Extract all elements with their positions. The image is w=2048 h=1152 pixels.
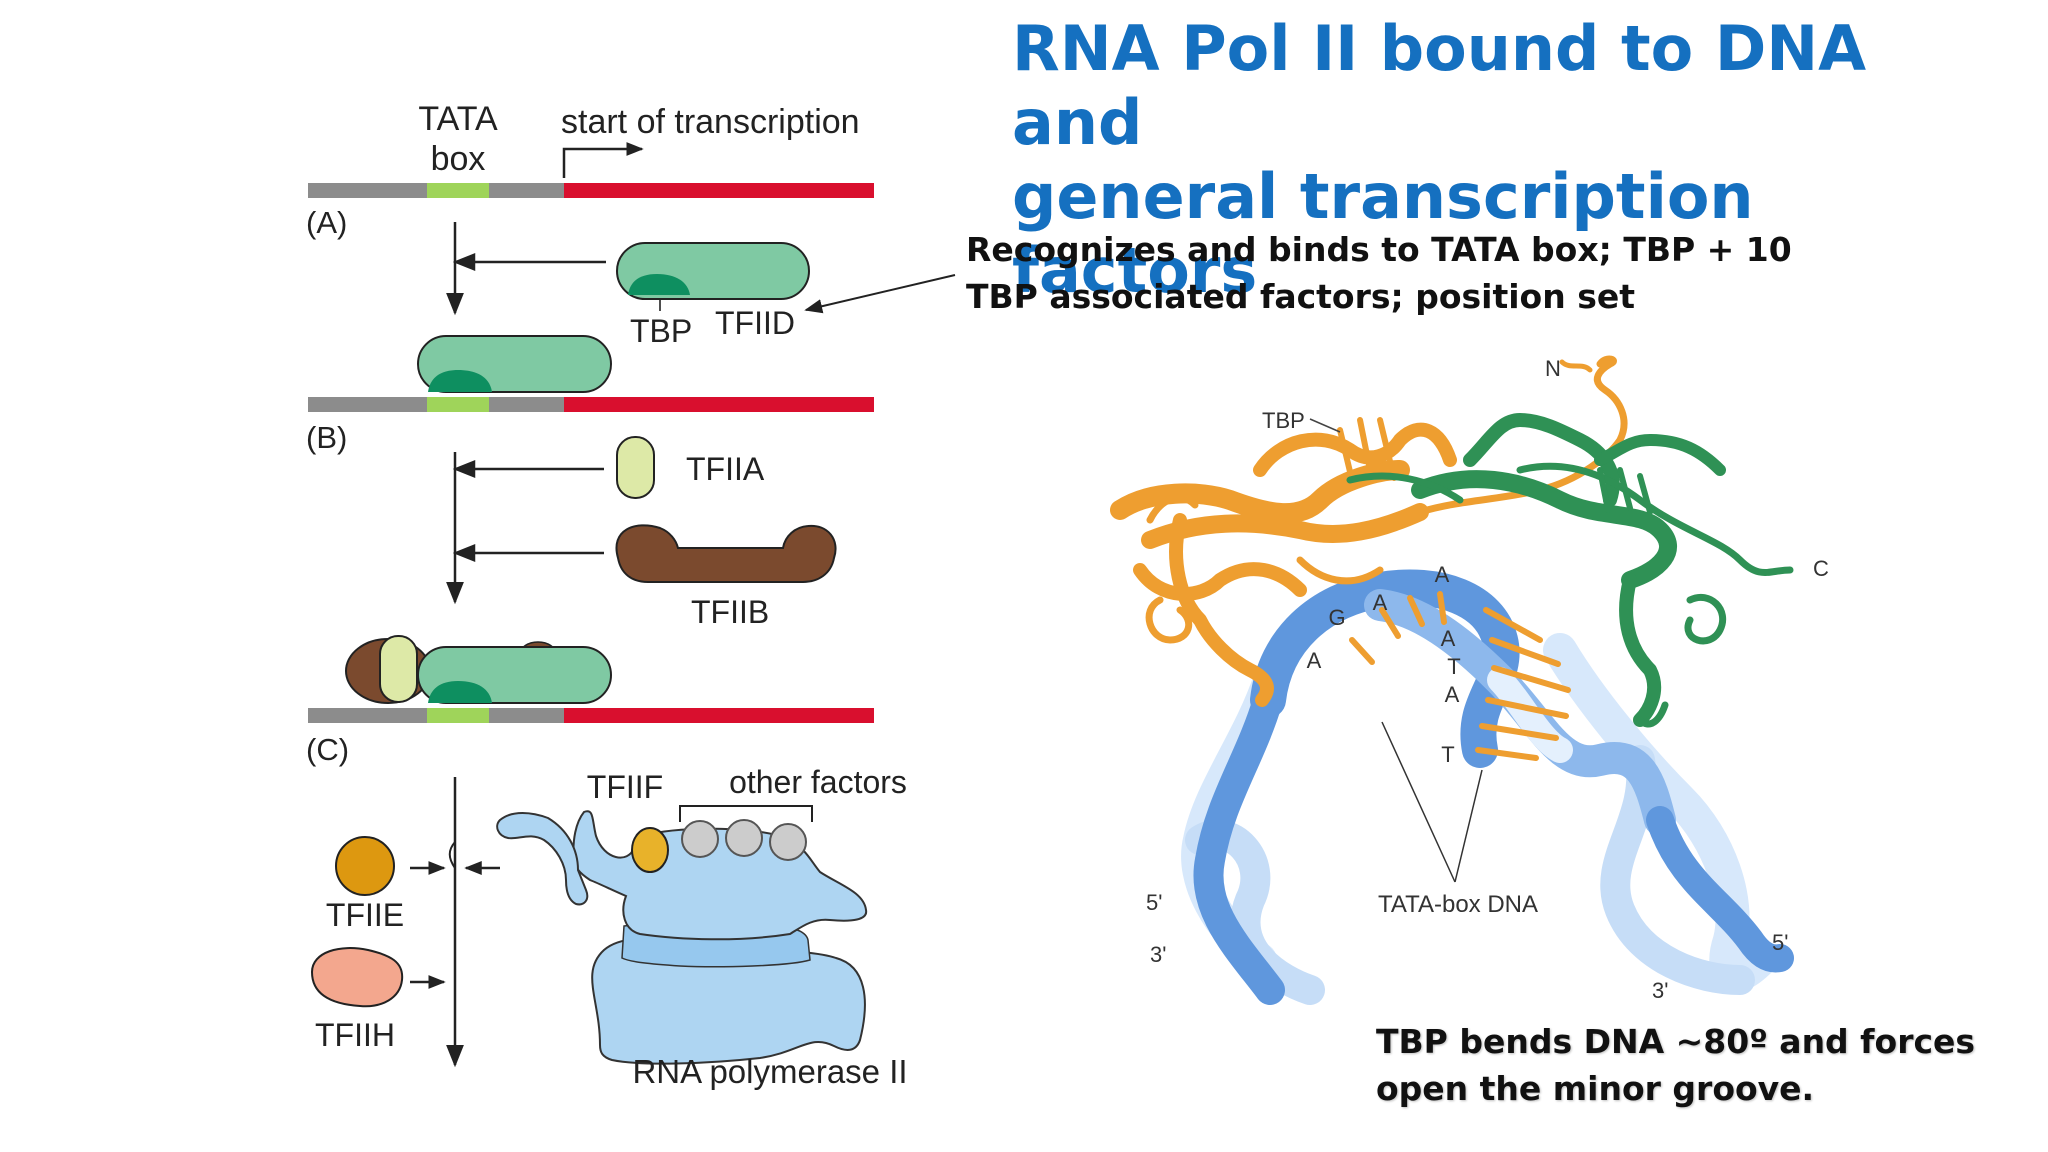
title-line-1: RNA Pol II bound to DNA and [1012,12,1867,159]
tfiih [310,947,404,1008]
strand-5-prime-left: 5' [1146,890,1162,915]
base-label: A [1445,682,1460,707]
other-factor-3 [769,823,807,861]
c-terminus-label: C [1813,556,1829,581]
tfiie-label: TFIIE [326,897,404,933]
tfiid-free [616,242,810,311]
tfiia-label: TFIIA [686,451,765,487]
slide-title: RNA Pol II bound to DNA and general tran… [1012,12,2012,308]
title-line-2: general transcription factors [1012,160,1754,307]
base-label: T [1447,654,1460,679]
base-label: A [1441,626,1456,651]
tbp-green-domain [1346,413,1794,728]
tata-box-dna-label: TATA-box DNA [1378,891,1538,918]
tbp-label: TBP [630,313,692,349]
tfiie [335,836,395,896]
tfiih-label: TFIIH [315,1017,395,1053]
base-label: T [1441,742,1454,767]
tfiid-label: TFIID [715,305,795,341]
step-b-label: (B) [306,420,347,455]
tata-dna-pointer-right [1454,769,1483,883]
tbp-structure-label: TBP [1262,408,1305,433]
rna-polymerase-ii [496,810,868,1065]
transcribed-segment [564,183,874,198]
tfiif [631,827,669,873]
tfiid-annotation: Recognizes and binds to TATA box; TBP + … [966,226,1792,320]
tfiif-label: TFIIF [587,769,663,805]
polymerase-label: RNA polymerase II [632,1053,907,1090]
base-pairs [1349,591,1571,761]
tata-box-label-line-1: TATA [418,100,498,138]
tbp-subunit [628,274,690,295]
base-label: G [1328,605,1345,630]
other-factors-label: other factors [729,764,907,800]
transcription-start-arrow [562,142,644,178]
tata-box-label-line-2: box [431,140,486,178]
tbp-dna-structure: TBP N C A A G A A T A T TATA-box DNA 5' … [1110,355,1829,1005]
tfiib-label: TFIIB [691,594,769,630]
base-label: A [1373,590,1388,615]
tata-box-segment [427,183,489,198]
assembly-diagram: TATA box start of transcription (A) TBP … [306,100,956,1090]
other-factor-2 [725,819,763,857]
tfiid-bound [417,335,612,393]
tfiia-bound [379,635,418,703]
transcription-start-label: start of transcription [561,103,860,141]
tfiid-annotation-line-1: Recognizes and binds to TATA box; TBP + … [966,230,1792,269]
dna-bend-caption: TBP bends DNA ~80º and forces open the m… [1376,1018,1975,1112]
tfiid-annotation-line-2: TBP associated factors; position set [966,277,1635,316]
step-a-label: (A) [306,205,347,240]
dna-strand-a [308,183,874,198]
base-label: A [1435,562,1450,587]
dna-strand-c [308,708,874,723]
other-factors-bracket [679,805,813,822]
strand-3-prime-right: 3' [1652,978,1668,1003]
tata-sequence: A A G A A T A T [1307,562,1461,767]
strand-5-prime-right: 5' [1772,930,1788,955]
dna-bend-caption-line-2: open the minor groove. [1376,1069,1815,1108]
dna-bend-caption-line-1: TBP bends DNA ~80º and forces [1376,1022,1976,1061]
other-factor-1 [681,820,719,858]
n-terminus-label: N [1545,356,1561,381]
dna-strand-b [308,397,874,412]
step-c-label: (C) [306,732,349,767]
strand-3-prime-left: 3' [1150,942,1166,967]
preinitiation-complex-c [345,635,612,704]
tfiia-free [616,436,655,499]
tfiid-pointer-arrow [804,274,956,314]
tata-dna-pointer-left [1381,721,1456,883]
base-label: A [1307,648,1322,673]
tfiib-free [615,524,837,583]
dna-helix [1181,569,1794,1005]
